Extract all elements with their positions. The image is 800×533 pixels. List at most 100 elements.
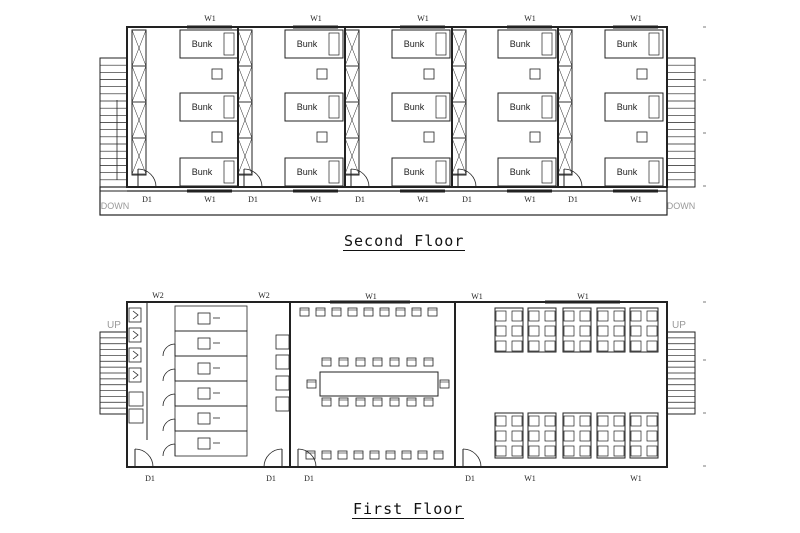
chair-row-top — [347, 307, 358, 317]
chair-seat — [372, 357, 383, 367]
seat — [579, 445, 591, 457]
seat — [646, 415, 658, 427]
table-chair — [389, 357, 400, 367]
seat — [630, 415, 642, 427]
bunk-label: Bunk — [617, 39, 638, 49]
dining-table-set — [596, 412, 626, 459]
stall-outline — [174, 305, 248, 332]
toilet-stall — [162, 330, 248, 357]
urinal-outline — [128, 347, 142, 363]
wardrobe-cross — [344, 101, 360, 139]
seat — [630, 310, 642, 322]
toilet-bowl — [197, 362, 211, 375]
room-door-swing — [457, 168, 477, 188]
bunk-bed: Bunk — [604, 157, 664, 187]
bunk-label: Bunk — [404, 167, 425, 177]
window-tag-top: W1 — [310, 14, 322, 23]
table-chair — [423, 397, 434, 407]
chair-row-bottom — [433, 450, 444, 460]
bunk-pillow — [648, 95, 660, 119]
table-chair — [423, 357, 434, 367]
seat — [563, 445, 575, 457]
door-tag: D1 — [142, 195, 152, 204]
wardrobe-cross — [131, 101, 147, 139]
wardrobe-cross — [131, 65, 147, 103]
window-tag-bottom: W1 — [417, 195, 429, 204]
left-stair — [99, 57, 128, 188]
seat — [528, 325, 540, 337]
meeting-door-swing — [297, 448, 317, 468]
wardrobe-column — [451, 29, 467, 176]
dining-table — [527, 307, 557, 353]
chair-row-top — [427, 307, 438, 317]
table-chair — [372, 357, 383, 367]
seat — [613, 415, 625, 427]
chair-row-top — [395, 307, 406, 317]
seat — [646, 445, 658, 457]
seat — [597, 415, 609, 427]
bunk-outline — [284, 92, 344, 122]
chair-seat — [423, 357, 434, 367]
urinal — [128, 327, 142, 343]
stall-outline — [174, 430, 248, 457]
wardrobe-cross — [557, 101, 573, 139]
seat — [646, 340, 658, 352]
dining-table-set — [494, 412, 524, 459]
window-tag-top: W1 — [204, 14, 216, 23]
bunk-bed: Bunk — [497, 157, 557, 187]
dining-table — [562, 412, 592, 459]
bunk-pillow — [328, 32, 340, 56]
chair-seat — [305, 450, 316, 460]
table-chair — [355, 357, 366, 367]
stall-outline — [174, 330, 248, 357]
window-tag-bottom: W1 — [524, 474, 536, 483]
right-stair-label: DOWN — [667, 201, 696, 211]
table-chair — [321, 357, 332, 367]
dining-table — [494, 307, 524, 353]
chair-row-bottom — [369, 450, 380, 460]
seat — [495, 310, 507, 322]
seat — [579, 415, 591, 427]
dining-table-set — [562, 307, 592, 353]
wardrobe-cross — [237, 137, 253, 175]
window-tag-top: W1 — [471, 292, 483, 301]
seat — [597, 445, 609, 457]
seat — [597, 325, 609, 337]
toilet-bowl — [197, 412, 211, 425]
desk-chair — [423, 68, 435, 80]
dining-table-set — [562, 412, 592, 459]
desk-chair — [529, 131, 541, 143]
table-chair — [389, 397, 400, 407]
urinal-bowl — [132, 350, 139, 360]
chair-row-bottom — [385, 450, 396, 460]
seat — [613, 445, 625, 457]
window-tag-bottom: W1 — [630, 474, 642, 483]
window-tag: W2 — [152, 291, 164, 300]
window-tag-bottom: W1 — [524, 195, 536, 204]
bunk-label: Bunk — [192, 167, 213, 177]
chair-seat — [338, 357, 349, 367]
stall-door-swing — [162, 368, 176, 382]
seat — [613, 430, 625, 442]
wardrobe-unit — [451, 137, 467, 175]
toilet-stall — [174, 305, 248, 332]
bunk-bed: Bunk — [391, 157, 451, 187]
chair-row-top — [379, 307, 390, 317]
urinal — [128, 307, 142, 323]
toilet-bowl — [197, 312, 211, 325]
chair-row-bottom — [353, 450, 364, 460]
chair-seat — [411, 307, 422, 317]
wash-basin — [275, 396, 290, 412]
chair-seat — [406, 397, 417, 407]
bunk-pillow — [223, 160, 235, 184]
chair-seat — [423, 397, 434, 407]
bunk-pillow — [648, 32, 660, 56]
chair-row-bottom — [417, 450, 428, 460]
chair-seat — [315, 307, 326, 317]
bunk-label: Bunk — [617, 102, 638, 112]
seat — [511, 325, 523, 337]
bunk-pillow — [223, 95, 235, 119]
table-chair — [355, 397, 366, 407]
chair-seat — [389, 357, 400, 367]
